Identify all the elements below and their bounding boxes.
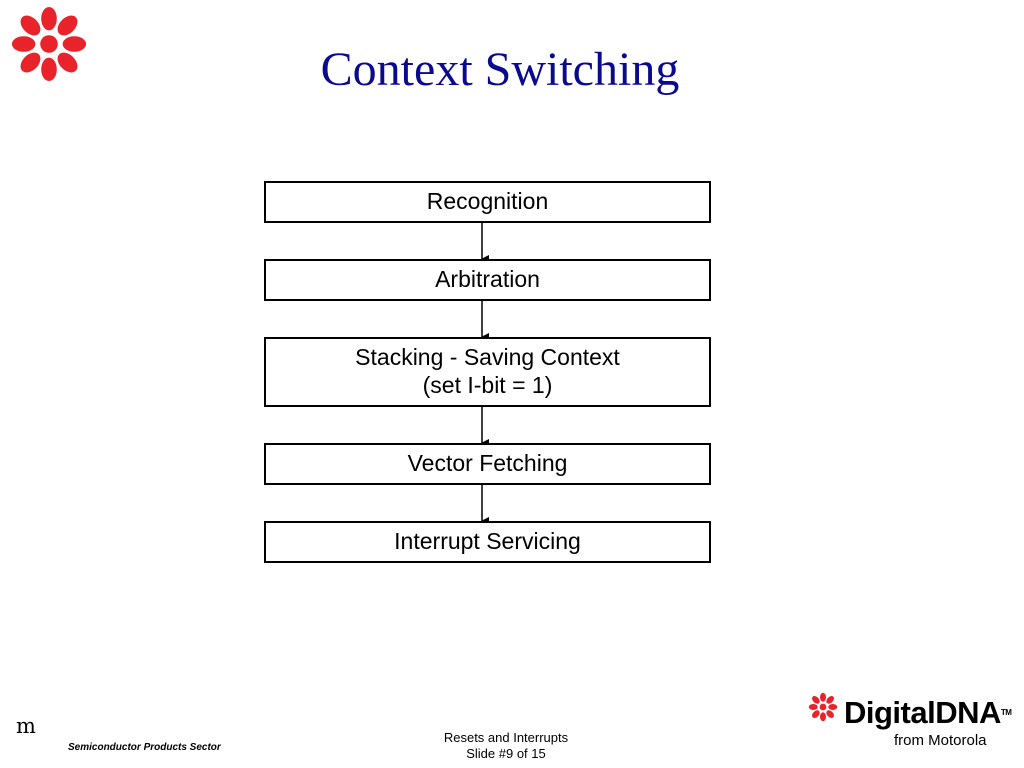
step-label: Arbitration: [435, 266, 540, 292]
slide-title: Context Switching: [320, 43, 680, 96]
brand-subtitle: from Motorola: [894, 732, 987, 749]
step-stacking: Stacking - Saving Context (set I-bit = 1…: [264, 337, 711, 407]
step-label: Recognition: [426, 188, 549, 214]
step-label: Interrupt Servicing: [394, 528, 581, 554]
digital-dna-logo: DigitalDNATM from Motorola: [808, 690, 1012, 754]
step-label: Vector Fetching: [407, 450, 568, 476]
slide-footer: Resets and Interrupts Slide #9 of 15: [406, 730, 606, 762]
step-label: Stacking - Saving Context: [355, 344, 620, 370]
sector-label: Semiconductor Products Sector: [68, 742, 221, 753]
step-vector-fetching: Vector Fetching: [264, 443, 711, 485]
motorola-m-logo: m: [16, 714, 36, 738]
slide-number: Slide #9 of 15: [466, 746, 546, 761]
digital-dna-flower-icon: [808, 692, 838, 722]
step-interrupt-servicing: Interrupt Servicing: [264, 521, 711, 563]
footer-topic: Resets and Interrupts: [443, 730, 569, 745]
red-flower-icon: [11, 6, 87, 82]
step-sublabel: (set I-bit = 1): [422, 372, 553, 398]
brand-name: DigitalDNATM: [844, 695, 1012, 730]
step-recognition: Recognition: [264, 181, 711, 223]
trademark-mark: TM: [1000, 708, 1012, 717]
step-arbitration: Arbitration: [264, 259, 711, 301]
brand-name-text: DigitalDNA: [844, 695, 1001, 730]
